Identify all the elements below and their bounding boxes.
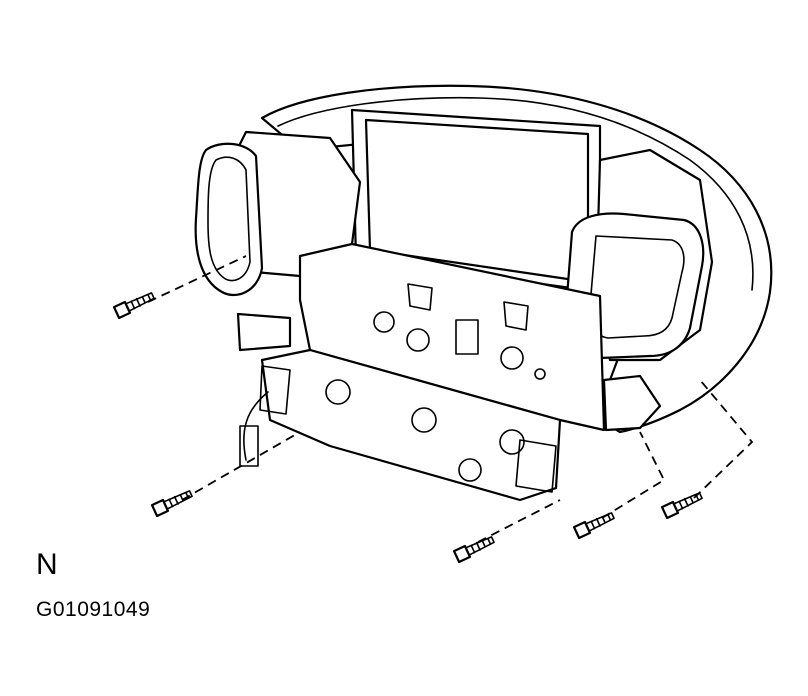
leader-lower-left bbox=[181, 431, 301, 501]
knob-lower-3 bbox=[458, 458, 482, 482]
leader-bottom-center bbox=[477, 499, 561, 543]
screw-bottom-right-1 bbox=[572, 512, 615, 540]
knob-upper-3 bbox=[500, 346, 524, 370]
left-vent-ring-inner bbox=[207, 156, 251, 282]
lower-control-panel bbox=[260, 348, 562, 502]
screw-lower-left bbox=[150, 490, 193, 518]
wire-connector-lower-left bbox=[239, 425, 259, 467]
screw-bottom-center bbox=[452, 536, 495, 564]
knob-lower-2 bbox=[411, 407, 437, 433]
lower-panel-bracket bbox=[515, 439, 557, 493]
wire-lower-left bbox=[243, 391, 269, 461]
direction-label: N bbox=[36, 548, 58, 581]
screw-bottom-right-2 bbox=[660, 492, 703, 520]
bracket-upper-left bbox=[407, 283, 433, 311]
leader-upper-left bbox=[147, 255, 247, 303]
knob-upper-4 bbox=[534, 368, 546, 380]
left-side-bracket bbox=[259, 365, 291, 415]
knob-lower-4 bbox=[499, 429, 525, 455]
upper-control-panel bbox=[298, 242, 606, 432]
figure-code-label: G01091049 bbox=[36, 598, 151, 621]
connector-left bbox=[236, 312, 292, 352]
screw-upper-left bbox=[112, 292, 155, 320]
bezel-rim-inner bbox=[277, 96, 754, 291]
knob-upper-2 bbox=[406, 328, 430, 352]
left-vent-ring bbox=[194, 142, 264, 297]
leader-bottom-right-2 bbox=[693, 379, 754, 499]
knob-upper-1 bbox=[373, 311, 395, 333]
right-mount-tab bbox=[602, 374, 662, 432]
knob-lower-1 bbox=[325, 379, 351, 405]
switch-block bbox=[455, 319, 479, 355]
bracket-upper-right bbox=[503, 301, 529, 331]
leader-bottom-right-1 bbox=[601, 431, 666, 519]
